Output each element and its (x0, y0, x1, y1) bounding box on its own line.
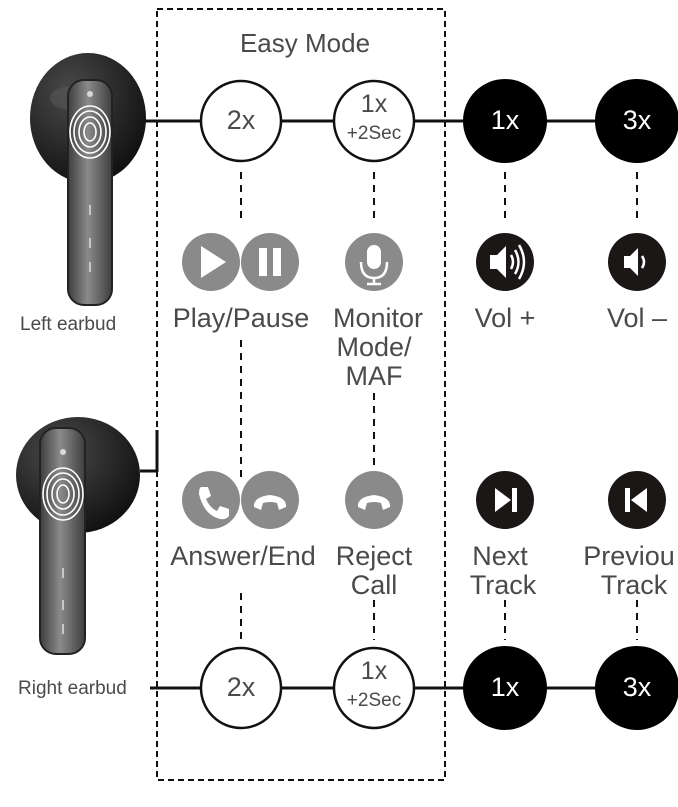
reject-call-label-line1: Reject (335, 541, 413, 571)
previous-track-icon (608, 471, 666, 529)
right-tap-1x-circle (463, 646, 547, 730)
monitor-mode-label-line3: MAF (345, 361, 403, 391)
pause-icon (241, 233, 299, 291)
left-hold-label-line1: 1x (360, 90, 388, 118)
vol-down-label: Vol – (606, 303, 668, 333)
left-tap-3x-label: 3x (622, 105, 652, 135)
right-tap-2x-circle (199, 646, 283, 730)
previous-track-label-line1: Previou (583, 541, 675, 571)
left-tap-2x-label: 2x (226, 105, 256, 135)
left-hold-label-line2: +2Sec (346, 123, 402, 144)
reject-call-label-line2: Call (350, 570, 398, 600)
right-earbud-image (16, 417, 140, 655)
phone-answer-icon (182, 471, 240, 529)
microphone-icon (345, 233, 403, 291)
right-tap-2x-label: 2x (226, 672, 256, 702)
next-track-label-line1: Next (472, 541, 528, 571)
play-icon (182, 233, 240, 291)
left-earbud-label: Left earbud (20, 314, 117, 335)
right-tap-3x-label: 3x (622, 672, 652, 702)
answer-end-label: Answer/End (170, 541, 316, 571)
right-hold-circle (332, 646, 416, 730)
play-pause-label: Play/Pause (172, 303, 310, 333)
left-tap-3x-circle (595, 79, 678, 163)
phone-end-icon (241, 471, 299, 529)
volume-up-icon (476, 233, 534, 291)
dashed-guides (240, 172, 638, 640)
left-tap-1x-circle (463, 79, 547, 163)
right-hold-label-line2: +2Sec (346, 690, 402, 711)
left-tap-2x-circle (199, 79, 283, 163)
fingerprint-icon (69, 105, 111, 159)
volume-down-icon (608, 233, 666, 291)
right-hold-label-line1: 1x (360, 657, 388, 685)
right-tap-3x-circle (595, 646, 678, 730)
left-hold-circle (332, 79, 416, 163)
phone-end-icon (345, 471, 403, 529)
left-earbud-image (30, 53, 146, 306)
next-track-label-line2: Track (469, 570, 537, 600)
right-tap-1x-label: 1x (490, 672, 520, 702)
left-tap-1x-label: 1x (490, 105, 520, 135)
easy-mode-label: Easy Mode (239, 28, 371, 58)
monitor-mode-label-line1: Monitor (332, 303, 424, 333)
monitor-mode-label-line2: Mode/ (336, 332, 412, 362)
next-track-icon (476, 471, 534, 529)
previous-track-label-line2: Track (600, 570, 668, 600)
vol-up-label: Vol + (474, 303, 536, 333)
easy-mode-box (156, 8, 446, 781)
fingerprint-icon (42, 467, 84, 521)
right-earbud-label: Right earbud (18, 678, 127, 699)
